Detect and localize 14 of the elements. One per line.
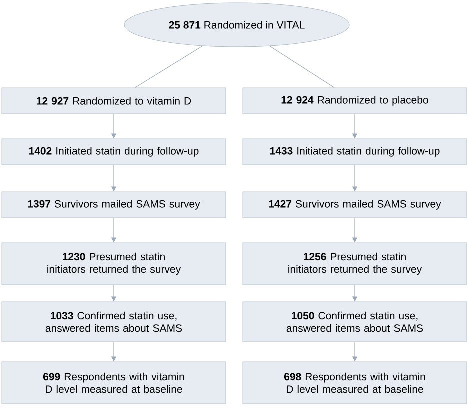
- process-box: 1427 Survivors mailed SAMS survey: [242, 192, 468, 218]
- process-box: 1397 Survivors mailed SAMS survey: [2, 192, 226, 218]
- process-box: 699 Respondents with vitamin D level measured at baseline: [2, 362, 226, 404]
- connector-line: [270, 46, 335, 88]
- process-box: 698 Respondents with vitamin D level measured at baseline: [242, 362, 468, 404]
- process-box: 12 924 Randomized to placebo: [242, 88, 468, 114]
- process-box: 1050 Confirmed statin use, answered items about SAMS: [242, 302, 468, 342]
- process-box: 1230 Presumed statin initiators returned the survey: [2, 242, 226, 286]
- process-box: 1256 Presumed statin initiators returned the survey: [242, 242, 468, 286]
- process-box: 12 927 Randomized to vitamin D: [2, 88, 226, 114]
- connector-line: [135, 46, 204, 88]
- process-box: 1402 Initiated statin during follow-up: [2, 138, 226, 166]
- process-box: 1433 Initiated statin during follow-up: [242, 138, 468, 166]
- process-box: 1033 Confirmed statin use, answered items about SAMS: [2, 302, 226, 342]
